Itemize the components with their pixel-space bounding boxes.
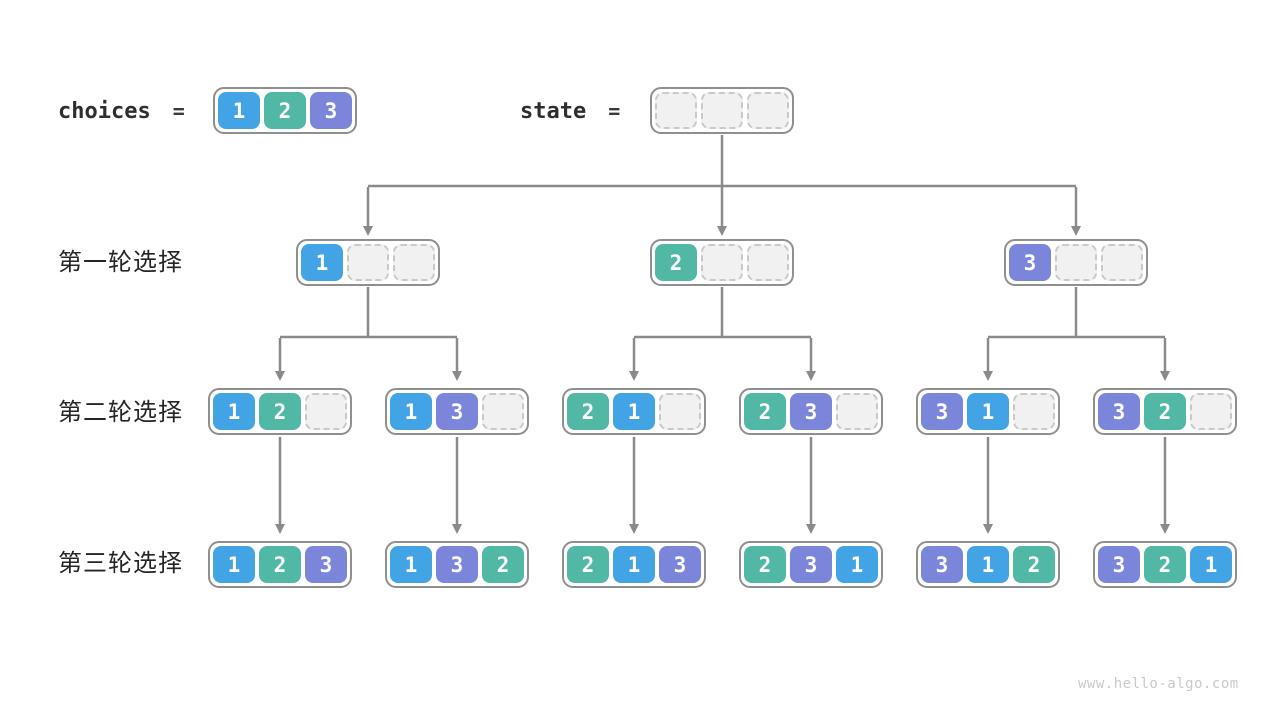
array-cell: 3 — [1098, 546, 1140, 583]
empty-array-cell — [701, 244, 743, 281]
empty-array-cell — [305, 393, 347, 430]
empty-array-cell — [701, 92, 743, 129]
state-label-text: state — [520, 98, 587, 124]
tree-node-321: 3 2 1 — [1093, 541, 1237, 588]
array-cell: 1 — [836, 546, 878, 583]
website-watermark: www.hello-algo.com — [1078, 676, 1239, 692]
tree-node-12: 1 2 — [208, 388, 352, 435]
array-cell: 1 — [218, 92, 260, 129]
empty-array-cell — [347, 244, 389, 281]
tree-node-32: 3 2 — [1093, 388, 1237, 435]
array-cell: 2 — [655, 244, 697, 281]
array-cell: 1 — [967, 393, 1009, 430]
empty-array-cell — [393, 244, 435, 281]
array-cell: 1 — [213, 393, 255, 430]
tree-node-132: 1 3 2 — [385, 541, 529, 588]
tree-node-123: 1 2 3 — [208, 541, 352, 588]
tree-node-312: 3 1 2 — [916, 541, 1060, 588]
array-cell: 3 — [305, 546, 347, 583]
state-array-root — [650, 87, 794, 134]
array-cell: 1 — [1190, 546, 1232, 583]
state-label: state = — [520, 96, 620, 126]
array-cell: 3 — [436, 546, 478, 583]
choices-label: choices = — [58, 96, 185, 126]
equals-sign: = — [172, 99, 185, 123]
empty-array-cell — [747, 92, 789, 129]
empty-array-cell — [1101, 244, 1143, 281]
array-cell: 1 — [613, 546, 655, 583]
array-cell: 3 — [790, 546, 832, 583]
empty-array-cell — [1190, 393, 1232, 430]
array-cell: 1 — [967, 546, 1009, 583]
array-cell: 2 — [259, 393, 301, 430]
empty-array-cell — [836, 393, 878, 430]
array-cell: 3 — [921, 393, 963, 430]
array-cell: 2 — [744, 546, 786, 583]
empty-array-cell — [482, 393, 524, 430]
array-cell: 2 — [1013, 546, 1055, 583]
array-cell: 1 — [213, 546, 255, 583]
array-cell: 3 — [436, 393, 478, 430]
empty-array-cell — [1013, 393, 1055, 430]
array-cell: 2 — [482, 546, 524, 583]
array-cell: 2 — [1144, 393, 1186, 430]
array-cell: 1 — [613, 393, 655, 430]
choices-label-text: choices — [58, 98, 151, 124]
array-cell: 3 — [790, 393, 832, 430]
tree-node-2: 2 — [650, 239, 794, 286]
tree-node-31: 3 1 — [916, 388, 1060, 435]
array-cell: 2 — [567, 393, 609, 430]
round-1-label: 第一轮选择 — [58, 249, 183, 276]
tree-node-23: 2 3 — [739, 388, 883, 435]
tree-node-231: 2 3 1 — [739, 541, 883, 588]
array-cell: 3 — [1009, 244, 1051, 281]
array-cell: 3 — [659, 546, 701, 583]
array-cell: 2 — [1144, 546, 1186, 583]
array-cell: 2 — [264, 92, 306, 129]
array-cell: 3 — [310, 92, 352, 129]
array-cell: 3 — [1098, 393, 1140, 430]
choices-array: 1 2 3 — [213, 87, 357, 134]
array-cell: 1 — [301, 244, 343, 281]
tree-node-21: 2 1 — [562, 388, 706, 435]
tree-node-1: 1 — [296, 239, 440, 286]
array-cell: 2 — [744, 393, 786, 430]
tree-node-213: 2 1 3 — [562, 541, 706, 588]
equals-sign: = — [608, 99, 621, 123]
round-3-label: 第三轮选择 — [58, 550, 183, 577]
array-cell: 2 — [567, 546, 609, 583]
array-cell: 3 — [921, 546, 963, 583]
empty-array-cell — [747, 244, 789, 281]
array-cell: 2 — [259, 546, 301, 583]
array-cell: 1 — [390, 393, 432, 430]
empty-array-cell — [655, 92, 697, 129]
empty-array-cell — [1055, 244, 1097, 281]
tree-node-13: 1 3 — [385, 388, 529, 435]
tree-node-3: 3 — [1004, 239, 1148, 286]
array-cell: 1 — [390, 546, 432, 583]
round-2-label: 第二轮选择 — [58, 399, 183, 426]
empty-array-cell — [659, 393, 701, 430]
